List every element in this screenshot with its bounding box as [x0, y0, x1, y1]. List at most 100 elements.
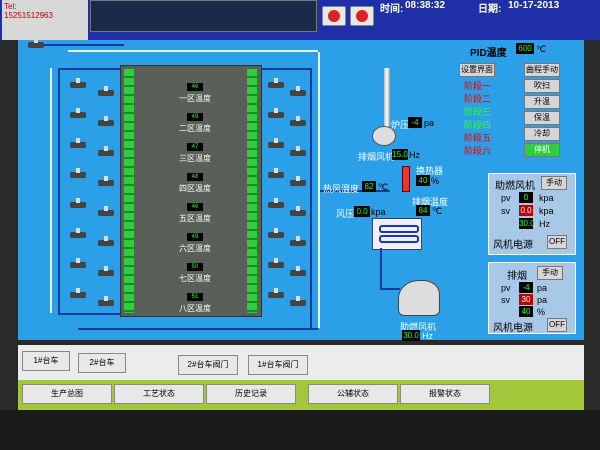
- zone-6-label: 六区温度: [179, 244, 211, 253]
- burner-valve-icon[interactable]: [290, 86, 306, 98]
- hold-button[interactable]: 保温: [524, 111, 560, 125]
- burner-valve-icon[interactable]: [70, 288, 86, 300]
- burner-valve-icon[interactable]: [268, 258, 284, 270]
- damper-valve-icon[interactable]: [402, 166, 410, 192]
- hot-air-temp-label: 热风温度: [323, 184, 360, 194]
- purge-button[interactable]: 吹扫: [524, 79, 560, 93]
- cart-2-valve-button[interactable]: 2#台车阀门: [178, 355, 238, 375]
- burner-valve-icon[interactable]: [268, 288, 284, 300]
- combustion-pv-value: 0: [519, 192, 533, 203]
- burner-valve-icon[interactable]: [290, 176, 306, 188]
- burner-valve-icon[interactable]: [70, 108, 86, 120]
- combustion-power-toggle[interactable]: OFF: [547, 235, 567, 249]
- alarm-button-2[interactable]: [350, 6, 374, 26]
- zone-7-label: 七区温度: [179, 274, 211, 283]
- burner-valve-icon[interactable]: [70, 228, 86, 240]
- combustion-fan-icon: [398, 280, 440, 316]
- stop-button[interactable]: 停机: [524, 143, 560, 157]
- manual-mode-button[interactable]: 曲程手动: [524, 63, 560, 77]
- setup-button[interactable]: 设置界面: [459, 63, 495, 77]
- burner-valve-icon[interactable]: [290, 146, 306, 158]
- gas-inlet-valve-icon[interactable]: [28, 38, 44, 50]
- zone-7-temp-value: 50: [187, 263, 203, 271]
- heat-exchanger-label: 换热器: [416, 166, 444, 176]
- pipe: [58, 313, 120, 315]
- nav-production-overview[interactable]: 生产总图: [22, 384, 112, 404]
- burner-valve-icon[interactable]: [98, 236, 114, 248]
- heat-up-button[interactable]: 升温: [524, 95, 560, 109]
- cart-2-button[interactable]: 2#台车: [78, 353, 126, 373]
- exhaust-manual-button[interactable]: 手动: [537, 266, 563, 280]
- nav-process-status[interactable]: 工艺状态: [114, 384, 204, 404]
- alarm-button-1[interactable]: [322, 6, 346, 26]
- burner-valve-icon[interactable]: [268, 78, 284, 90]
- burner-valve-icon[interactable]: [70, 258, 86, 270]
- burner-valve-icon[interactable]: [98, 176, 114, 188]
- exhaust-sv-label: sv: [501, 295, 510, 305]
- burner-valve-icon[interactable]: [268, 138, 284, 150]
- burner-valve-icon[interactable]: [70, 78, 86, 90]
- top-display-panel: [90, 0, 317, 32]
- zone-8-temp-value: 51: [187, 293, 203, 301]
- exhaust-output-value: 40: [519, 306, 533, 317]
- flue-temp-value: 84: [416, 205, 430, 216]
- burner-valve-icon[interactable]: [290, 296, 306, 308]
- step-1-label: 阶段一: [464, 81, 492, 91]
- burner-valve-icon[interactable]: [290, 116, 306, 128]
- zone-1-label: 一区温度: [179, 94, 211, 103]
- furnace-wall-left: [124, 69, 134, 313]
- flue-temp-unit: ℃: [432, 206, 443, 216]
- burner-valve-icon[interactable]: [70, 198, 86, 210]
- exhaust-sv-value[interactable]: 30: [519, 294, 533, 305]
- burner-valve-icon[interactable]: [98, 116, 114, 128]
- air-pressure-unit: kpa: [371, 207, 386, 217]
- burner-valve-icon[interactable]: [98, 206, 114, 218]
- burner-valve-icon[interactable]: [290, 206, 306, 218]
- air-pressure-label: 风压: [336, 209, 355, 219]
- combustion-sv-unit: kpa: [539, 206, 554, 216]
- exhaust-power-toggle[interactable]: OFF: [547, 318, 567, 332]
- combustion-pv-unit: kpa: [539, 193, 554, 203]
- process-diagram: 46 一区温度 49 二区温度 47 三区温度 48 四区温度 46 五区温度 …: [18, 38, 584, 341]
- combustion-sv-value[interactable]: 0.0: [519, 205, 533, 216]
- exhaust-sv-unit: pa: [537, 295, 548, 305]
- nav-alarm-status[interactable]: 报警状态: [400, 384, 490, 404]
- step-5-label: 阶段五: [464, 133, 492, 143]
- exhaust-panel: 排烟 手动 pv -4 pa sv 30 pa 40 % 风机电源 OFF: [488, 262, 576, 334]
- burner-valve-icon[interactable]: [268, 198, 284, 210]
- pipe: [44, 44, 124, 46]
- cart-1-valve-button[interactable]: 1#台车阀门: [248, 355, 308, 375]
- burner-valve-icon[interactable]: [98, 266, 114, 278]
- combustion-output-value: 30.0: [519, 218, 535, 229]
- pipe: [58, 68, 120, 70]
- chimney: [384, 68, 390, 130]
- cart-1-button[interactable]: 1#台车: [22, 351, 70, 371]
- burner-valve-icon[interactable]: [98, 86, 114, 98]
- zone-3: 47 三区温度: [165, 143, 225, 164]
- furnace-wall-right: [247, 69, 257, 313]
- burner-valve-icon[interactable]: [268, 228, 284, 240]
- heat-exchanger-value: 40: [416, 175, 430, 186]
- air-pressure-value: 0.0: [354, 206, 370, 217]
- pipe: [380, 288, 400, 290]
- burner-valve-icon[interactable]: [70, 168, 86, 180]
- burner-valve-icon[interactable]: [290, 236, 306, 248]
- burner-valve-icon[interactable]: [290, 266, 306, 278]
- zone-5: 46 五区温度: [165, 203, 225, 224]
- burner-valve-icon[interactable]: [98, 296, 114, 308]
- nav-history[interactable]: 历史记录: [206, 384, 296, 404]
- exhaust-fan-label: 排烟风机: [358, 152, 395, 162]
- zone-5-temp-value: 46: [187, 203, 203, 211]
- nav-utility-status[interactable]: 公辅状态: [308, 384, 398, 404]
- step-4-label: 阶段四: [464, 120, 492, 130]
- zone-2-label: 二区温度: [179, 124, 211, 133]
- burner-valve-icon[interactable]: [70, 138, 86, 150]
- combustion-manual-button[interactable]: 手动: [541, 176, 567, 190]
- burner-valve-icon[interactable]: [268, 108, 284, 120]
- burner-valve-icon[interactable]: [268, 168, 284, 180]
- burner-valve-icon[interactable]: [98, 146, 114, 158]
- zone-8-label: 八区温度: [179, 304, 211, 313]
- cool-button[interactable]: 冷却: [524, 127, 560, 141]
- pipe: [320, 190, 390, 192]
- date-value: 10-17-2013: [508, 0, 560, 11]
